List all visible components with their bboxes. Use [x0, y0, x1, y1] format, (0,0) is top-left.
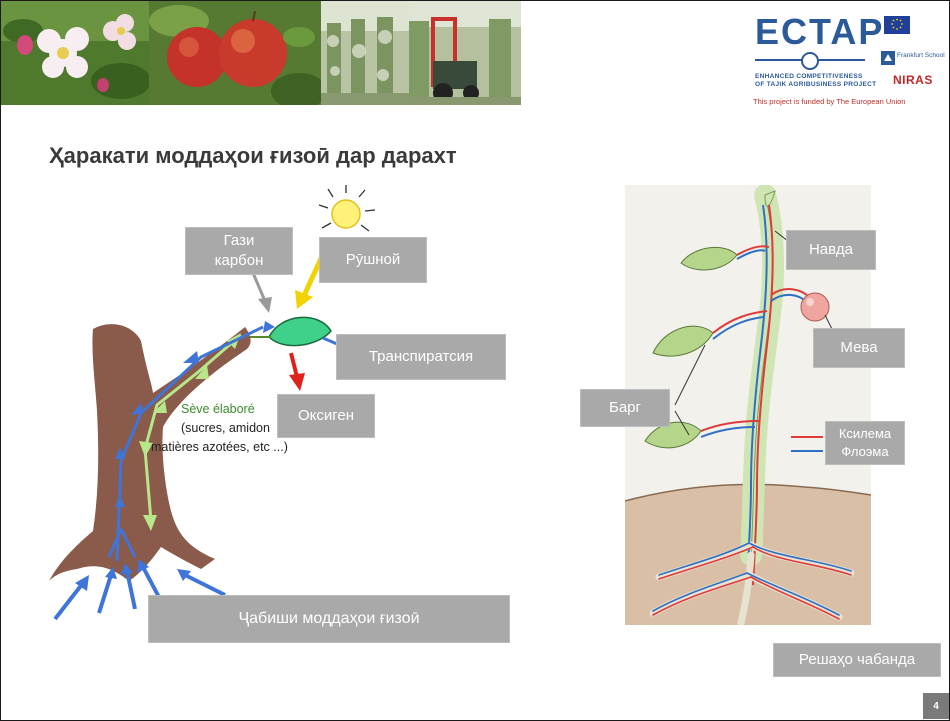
- plant-leaf-top: [680, 245, 770, 271]
- funded-by-text: This project is funded by The European U…: [753, 97, 906, 106]
- slide-title: Ҳаракати моддаҳои ғизоӣ дар дарахт: [49, 143, 457, 168]
- tractor-orchard-photo: [409, 1, 521, 105]
- label-feeder-roots: Решаҳо чабанда: [773, 643, 941, 677]
- label-oxygen: Оксиген: [277, 394, 375, 438]
- red-apples-photo: [149, 1, 321, 105]
- orchard-rows-photo: [321, 1, 409, 105]
- label-leaf: Барг: [580, 389, 670, 427]
- label-nutrient-uptake: Ҷабиши моддаҳои ғизоӣ: [148, 595, 510, 643]
- niras-logo-text: NIRAS: [893, 73, 933, 87]
- plant-roots: [649, 541, 855, 625]
- frankfurt-school-logo: Frankfurt School: [881, 49, 949, 69]
- header-banner: ECTAP ENHANCED COMPETITIVENESS OF TAJIK …: [1, 1, 949, 107]
- plant-leaf-middle: [652, 310, 768, 357]
- transpiration-dash: [322, 336, 338, 346]
- root-uptake-arrowheads: [75, 559, 191, 591]
- seve-line-1: Sève élaboré: [181, 402, 255, 416]
- legend-box: Ксилема Флоэма: [825, 421, 905, 465]
- plant-fruit: [770, 288, 830, 322]
- label-fruit: Мева: [813, 328, 905, 368]
- seve-line-3: matières azotées, etc ...): [151, 440, 288, 454]
- logo-tagline-1: ENHANCED COMPETITIVENESS: [755, 73, 863, 80]
- label-light: Рӯшной: [319, 237, 427, 283]
- label-carbon-dioxide: Гази карбон: [185, 227, 293, 275]
- seve-line-2: (sucres, amidon: [181, 421, 270, 435]
- legend-phloem-label: Флоэма: [841, 444, 889, 459]
- logo-tagline-2: OF TAJIK AGRIBUSINESS PROJECT: [755, 81, 877, 88]
- sap-arrows: [143, 333, 242, 522]
- legend-lines: [791, 436, 823, 452]
- apple-blossom-photo: [1, 1, 149, 105]
- legend-xylem-label: Ксилема: [838, 426, 892, 441]
- frankfurt-school-text: Frankfurt School: [897, 52, 945, 59]
- page-number: 4: [923, 693, 949, 719]
- eu-flag-icon: [884, 16, 910, 34]
- label-shoot: Навда: [786, 230, 876, 270]
- raw-sap-arrowheads: [115, 321, 275, 507]
- label-transpiration: Транспиратсия: [336, 334, 506, 380]
- ectap-logo-text: ECTAP: [755, 11, 885, 52]
- plant-leaf-bottom: [644, 420, 760, 449]
- seve-elaboree-text: Sève élaboré (sucres, amidon: [181, 400, 270, 438]
- sun-icon: [318, 185, 376, 232]
- ectap-logo: ECTAP ENHANCED COMPETITIVENESS OF TAJIK …: [743, 11, 905, 107]
- label-carbon-dioxide-text: Гази карбон: [214, 232, 264, 269]
- carbon-arrow-icon: [251, 272, 272, 313]
- leaf-icon: [245, 316, 332, 347]
- oxygen-arrow-icon: [289, 352, 305, 391]
- logo-ring-icon: [801, 52, 819, 70]
- tree-trunk: [49, 324, 251, 581]
